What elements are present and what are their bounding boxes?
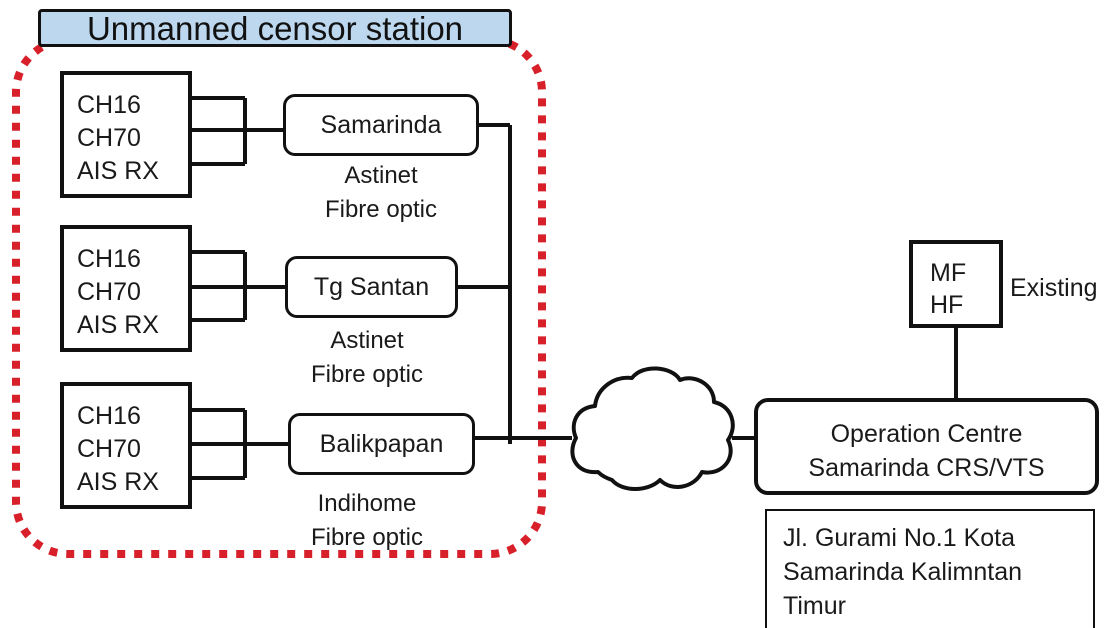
link-medium: Fibre optic — [310, 524, 424, 551]
samarinda-feed-bracket — [189, 96, 283, 166]
radio-band-label: HF — [930, 291, 964, 319]
link-caption-samarinda: Astinet Fibre optic — [283, 159, 479, 227]
address-line: Timur — [783, 592, 846, 620]
radio-band-label: MF — [930, 259, 967, 287]
channel-label: CH16 — [77, 402, 141, 430]
link-caption-tg-santan: Astinet Fibre optic — [269, 324, 465, 392]
channel-label: CH70 — [77, 124, 141, 152]
operation-centre-subtitle: Samarinda CRS/VTS — [808, 454, 1045, 482]
channel-box-samarinda: CH16 CH70 AIS RX — [60, 71, 192, 198]
channel-label: CH16 — [77, 91, 141, 119]
cloud-icon — [570, 366, 735, 491]
station-tg-santan: Tg Santan — [285, 256, 458, 318]
link-medium: Fibre optic — [310, 361, 424, 388]
channel-label: AIS RX — [77, 157, 159, 185]
section-title: Unmanned censor station — [38, 9, 512, 47]
operation-centre-box: Operation Centre Samarinda CRS/VTS — [754, 398, 1099, 495]
channel-box-tg-santan: CH16 CH70 AIS RX — [60, 225, 192, 352]
channel-label: CH16 — [77, 245, 141, 273]
link-caption-balikpapan: Indihome Fibre optic — [269, 487, 465, 555]
link-medium: Fibre optic — [324, 196, 438, 223]
mf-hf-radio-box: MF HF — [909, 240, 1003, 328]
address-box: Jl. Gurami No.1 Kota Samarinda Kalimntan… — [765, 509, 1095, 628]
existing-note: Existing — [1010, 274, 1098, 302]
channel-box-balikpapan: CH16 CH70 AIS RX — [60, 382, 192, 509]
operation-centre-title: Operation Centre — [830, 420, 1023, 448]
link-provider: Astinet — [330, 327, 404, 354]
channel-label: CH70 — [77, 278, 141, 306]
address-line: Samarinda Kalimntan — [783, 558, 1023, 586]
link-provider: Astinet — [344, 162, 418, 189]
channel-label: AIS RX — [77, 311, 159, 339]
balikpapan-feed-bracket — [189, 408, 288, 480]
link-provider: Indihome — [317, 490, 417, 517]
tg-santan-feed-bracket — [189, 250, 285, 322]
channel-label: AIS RX — [77, 468, 159, 496]
station-balikpapan: Balikpapan — [288, 413, 475, 475]
channel-label: CH70 — [77, 435, 141, 463]
address-line: Jl. Gurami No.1 Kota — [783, 524, 1016, 552]
backbone-links — [457, 123, 958, 444]
station-samarinda: Samarinda — [283, 94, 479, 156]
